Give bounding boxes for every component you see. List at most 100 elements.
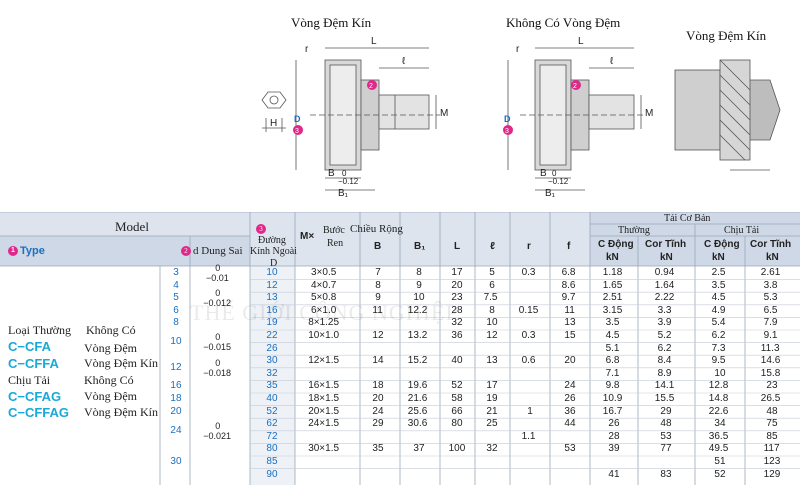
cell-D-9: 35 — [266, 380, 278, 392]
type-desc-0: Không Có — [86, 323, 136, 337]
header-basic-load: Tải Cơ Bản — [664, 213, 711, 224]
cell-L-11: 66 — [451, 405, 463, 417]
cell-f-5: 15 — [564, 330, 576, 341]
cell-B1-7: 15.2 — [407, 355, 428, 367]
svg-text:r: r — [305, 44, 309, 55]
header-outer-3: D — [270, 258, 278, 269]
cell-d-0: 3 — [173, 267, 179, 278]
cell-D-12: 62 — [266, 418, 278, 430]
type-heavy-label: Chịu Tải — [8, 373, 51, 387]
cell-D-6: 26 — [266, 342, 278, 354]
cell-c4-1: 3.8 — [763, 279, 778, 291]
caption-sealed-installed: Vòng Đệm Kín — [686, 28, 767, 43]
cell-B-11: 24 — [372, 405, 384, 417]
cell-L-7: 40 — [451, 355, 463, 367]
header-model: Model — [115, 219, 149, 234]
cell-c3-1: 3.5 — [711, 279, 726, 291]
cell-B1-1: 9 — [416, 279, 422, 291]
cell-r-3: 0.15 — [518, 304, 539, 316]
cell-c1-13: 28 — [608, 430, 620, 442]
header-kn-2: kN — [660, 252, 673, 263]
cell-D-7: 30 — [266, 355, 278, 367]
type-code-cfa[interactable]: C−CFA — [8, 339, 51, 354]
type-desc-3: Không Có — [84, 373, 134, 387]
cell-B-9: 18 — [372, 380, 384, 392]
cell-D-14: 80 — [266, 443, 278, 455]
cell-c3-12: 34 — [714, 418, 726, 430]
cell-c1-2: 2.51 — [602, 292, 623, 304]
cell-c1-14: 39 — [608, 443, 620, 455]
header-pitch-1: Bước — [323, 225, 345, 236]
cell-c4-10: 26.5 — [760, 393, 781, 404]
cell-B1-12: 30.6 — [407, 418, 428, 430]
cell-l-7: 13 — [486, 355, 498, 367]
cell-L-9: 52 — [451, 380, 463, 392]
cell-c2-16: 83 — [660, 468, 672, 480]
type-desc-4: Vòng Đệm — [84, 389, 137, 403]
cell-c2-8: 8.9 — [657, 367, 672, 379]
svg-text:L: L — [578, 36, 584, 47]
type-code-cffag[interactable]: C−CFFAG — [8, 405, 70, 420]
svg-text:0: 0 — [552, 169, 557, 178]
cell-c3-14: 49.5 — [708, 443, 729, 455]
cell-tol-upper-0: 0 — [215, 263, 221, 273]
svg-text:D: D — [294, 114, 301, 124]
cell-L-10: 58 — [451, 393, 463, 404]
cell-r-5: 0.3 — [521, 330, 536, 341]
cell-B-7: 14 — [372, 355, 384, 367]
cell-r-13: 1.1 — [521, 430, 536, 442]
header-pitch-2: Ren — [327, 238, 344, 249]
type-code-cffa[interactable]: C−CFFA — [8, 356, 59, 371]
header-width: Chiều Rộng — [350, 223, 403, 235]
cell-d-4: 8 — [173, 317, 179, 329]
cell-c3-8: 10 — [714, 367, 726, 379]
cell-c3-15: 51 — [714, 456, 726, 467]
cell-tol-upper-2: 0 — [215, 288, 221, 299]
svg-text:L: L — [371, 36, 377, 47]
cell-L-12: 80 — [451, 418, 463, 430]
cell-B-2: 9 — [375, 292, 381, 304]
cell-tol-lower-10: −0.021 — [203, 430, 231, 441]
cell-M-2: 5×0.8 — [311, 292, 337, 304]
cell-M-12: 24×1.5 — [308, 418, 340, 430]
header-outer-diameter: 3 — [256, 224, 268, 234]
cell-L-5: 36 — [451, 330, 463, 341]
cell-f-2: 9.7 — [561, 292, 576, 304]
cell-c1-5: 4.5 — [605, 330, 620, 341]
cell-c3-11: 22.6 — [708, 405, 729, 417]
header-f: f — [567, 241, 571, 252]
cell-r-11: 1 — [527, 405, 533, 417]
cell-c2-4: 3.9 — [657, 317, 672, 329]
cell-D-0: 10 — [266, 267, 278, 278]
cell-c4-15: 123 — [763, 456, 781, 467]
cell-c4-8: 15.8 — [760, 367, 781, 379]
header-B1: B₁ — [414, 241, 426, 252]
cell-c4-5: 9.1 — [763, 330, 778, 341]
cell-f-1: 8.6 — [561, 279, 576, 291]
cell-c3-7: 9.5 — [711, 355, 726, 367]
cell-L-14: 100 — [448, 443, 466, 455]
header-heavy: Chịu Tải — [724, 225, 760, 236]
cell-c3-3: 4.9 — [711, 304, 726, 316]
cell-c4-2: 5.3 — [763, 292, 778, 304]
cell-B-1: 8 — [375, 279, 381, 291]
watermark-text: THẾ GIỚI CÔNG NGHIỆP — [190, 300, 459, 325]
type-code-cfag[interactable]: C−CFAG — [8, 389, 62, 404]
hex-socket-left — [269, 95, 279, 105]
cell-l-12: 25 — [486, 418, 498, 430]
cell-f-12: 44 — [564, 418, 576, 430]
header-c-dong-1: C Động — [598, 239, 634, 250]
cell-f-0: 6.8 — [561, 267, 576, 278]
cell-D-10: 40 — [266, 393, 278, 404]
cell-f-14: 53 — [564, 443, 576, 455]
cell-c2-5: 5.2 — [657, 330, 672, 341]
cell-c4-14: 117 — [763, 443, 780, 455]
cell-d-3: 6 — [173, 304, 179, 316]
header-normal: Thường — [618, 225, 650, 236]
cell-M-4: 8×1.25 — [308, 317, 340, 329]
svg-text:r: r — [516, 44, 520, 55]
cell-f-11: 36 — [564, 405, 576, 417]
cell-l-3: 8 — [489, 304, 495, 316]
cell-l-4: 10 — [486, 317, 498, 329]
